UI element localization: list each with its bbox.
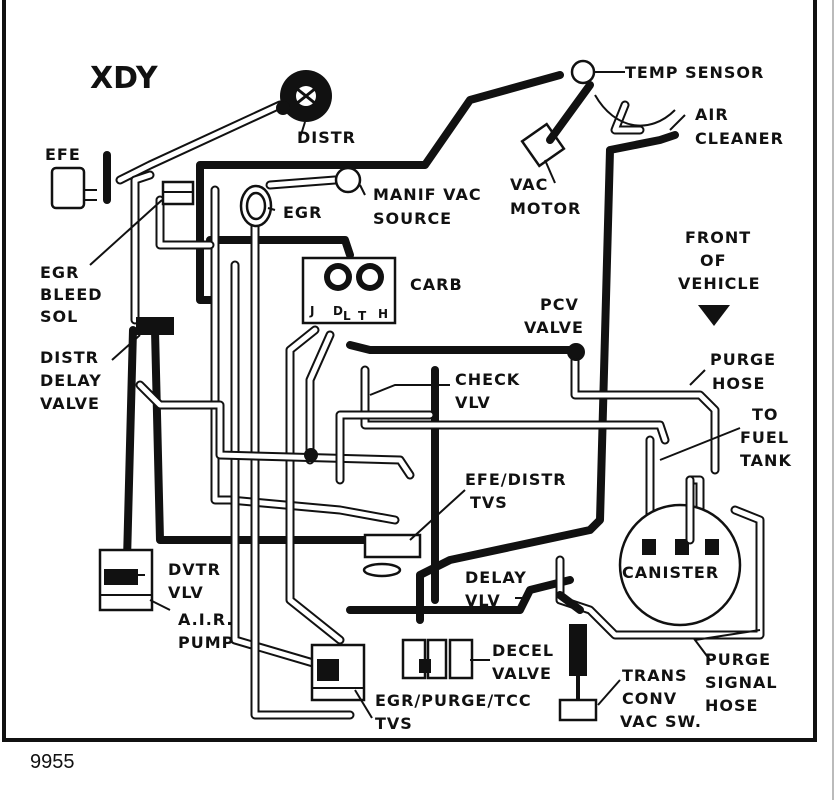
label-carb-port-t: T <box>358 309 367 323</box>
label-distr-delay-3: VALVE <box>40 394 100 413</box>
label-egr: EGR <box>283 203 322 222</box>
distr-delay-valve-icon <box>136 317 174 335</box>
label-distr: DISTR <box>297 128 356 147</box>
pcv-valve-icon <box>567 343 585 361</box>
leader-lines <box>89 71 761 719</box>
carburetor-icon <box>301 256 397 325</box>
trans-conv-vac-switch-icon <box>558 624 598 722</box>
label-decel-2: VALVE <box>492 664 552 683</box>
label-canister: CANISTER <box>622 563 719 582</box>
air-pump-icon <box>98 548 154 612</box>
front-arrow-icon <box>698 305 730 326</box>
label-pcv-1: PCV <box>540 295 579 314</box>
label-check-vlv-1: CHECK <box>455 370 520 389</box>
label-front-2: OF <box>700 251 727 270</box>
label-decel-1: DECEL <box>492 641 554 660</box>
label-pcv-2: VALVE <box>524 318 584 337</box>
label-efe: EFE <box>45 145 81 164</box>
figure-number: 9955 <box>30 751 75 773</box>
label-carb-port-h: H <box>378 307 389 321</box>
delay-valve-icon <box>556 591 584 614</box>
label-efe-distr-tvs-2: TVS <box>470 493 508 512</box>
label-check-vlv-2: VLV <box>455 393 491 412</box>
label-distr-delay-1: DISTR <box>40 348 99 367</box>
labels: XDY EFE DISTR TEMP SENSOR AIR CLEANER EG… <box>40 61 792 733</box>
label-air-cleaner-2: CLEANER <box>695 129 784 148</box>
label-delay-vlv-1: DELAY <box>465 568 527 587</box>
efe-actuator-icon <box>50 166 97 210</box>
label-to-fuel-tank-1: TO <box>752 405 779 424</box>
label-trans-conv-1: TRANS <box>622 666 688 685</box>
label-purge-hose-2: HOSE <box>712 374 765 393</box>
label-egr-bleed-3: SOL <box>40 307 78 326</box>
label-trans-conv-2: CONV <box>622 689 677 708</box>
label-egr-bleed-1: EGR <box>40 263 79 282</box>
efe-distr-tvs-icon <box>362 533 422 578</box>
label-distr-delay-2: DELAY <box>40 371 102 390</box>
double-line-hoses <box>115 100 765 720</box>
label-vac-motor-2: MOTOR <box>510 199 581 218</box>
label-to-fuel-tank-2: FUEL <box>740 428 789 447</box>
label-manif-vac-2: SOURCE <box>373 209 452 228</box>
label-egr-purge-tcc-1: EGR/PURGE/TCC <box>375 691 532 710</box>
label-temp-sensor: TEMP SENSOR <box>625 63 764 82</box>
diagram-title: XDY <box>90 61 159 96</box>
label-purge-signal-3: HOSE <box>705 696 758 715</box>
label-purge-hose-1: PURGE <box>710 350 776 369</box>
label-carb-port-l: L <box>343 309 352 323</box>
temp-sensor-icon <box>570 59 596 85</box>
label-egr-purge-tcc-2: TVS <box>375 714 413 733</box>
label-efe-distr-tvs-1: EFE/DISTR <box>465 470 567 489</box>
canister-icon <box>618 475 742 627</box>
label-carb-port-d: D <box>333 304 344 318</box>
label-trans-conv-3: VAC SW. <box>620 712 702 731</box>
label-to-fuel-tank-3: TANK <box>740 451 792 470</box>
egr-valve-icon <box>239 184 273 228</box>
manif-vac-source-icon <box>334 166 362 194</box>
vac-motor-icon <box>520 81 676 168</box>
label-dvtr-vlv-1: DVTR <box>168 560 221 579</box>
label-air-pump-2: PUMP <box>178 633 234 652</box>
label-egr-bleed-2: BLEED <box>40 285 103 304</box>
label-delay-vlv-2: VLV <box>465 591 501 610</box>
label-dvtr-vlv-2: VLV <box>168 583 204 602</box>
decel-valve-icon <box>401 638 474 680</box>
label-front-3: VEHICLE <box>678 274 761 293</box>
label-air-cleaner-1: AIR <box>695 105 729 124</box>
label-carb-port-j: J <box>309 304 315 318</box>
label-carb: CARB <box>410 275 463 294</box>
label-purge-signal-2: SIGNAL <box>705 673 778 692</box>
check-valve-icon <box>304 448 318 462</box>
label-front-1: FRONT <box>685 228 751 247</box>
egr-bleed-solenoid-icon <box>161 180 195 206</box>
label-vac-motor-1: VAC <box>510 175 548 194</box>
label-purge-signal-1: PURGE <box>705 650 771 669</box>
label-manif-vac-1: MANIF VAC <box>373 185 482 204</box>
label-air-pump-1: A.I.R. <box>178 610 233 629</box>
distributor-icon <box>276 70 332 122</box>
